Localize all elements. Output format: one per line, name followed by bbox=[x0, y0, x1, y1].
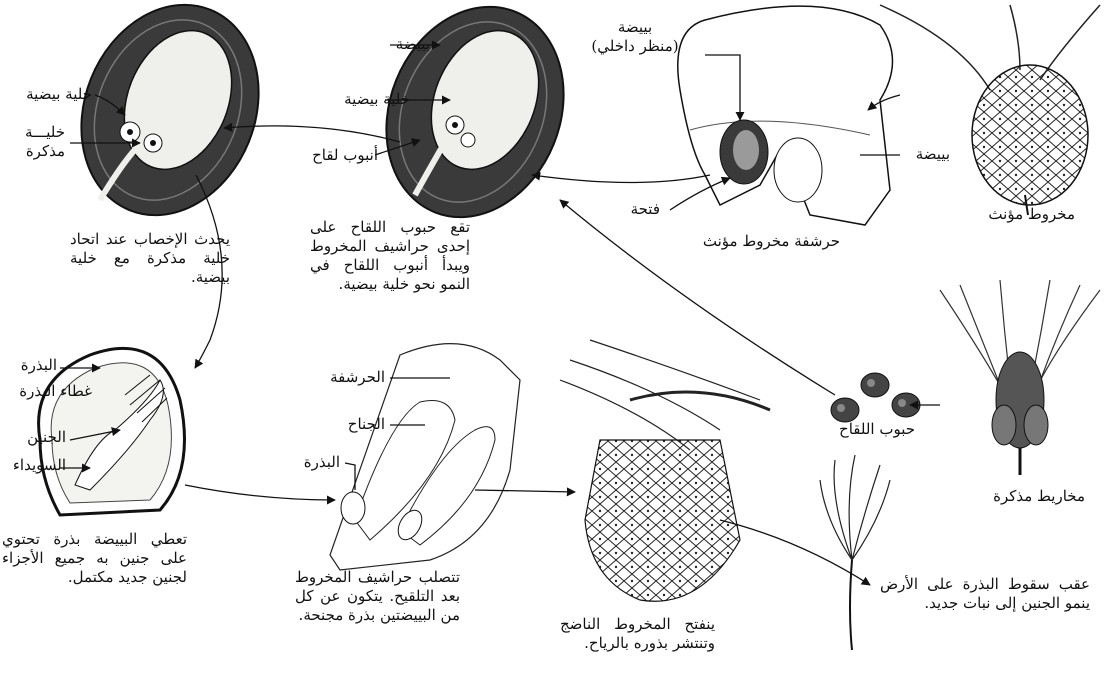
label-female-cone: مخروط مؤنث bbox=[955, 205, 1075, 224]
label-male-cell-line1: خليـــة bbox=[10, 123, 65, 142]
caption-seed-formation: تعطي البييضة بذرة تحتوي على جنين به جميع… bbox=[2, 530, 187, 587]
label-opening: فتحة bbox=[600, 200, 660, 219]
caption-cone-opens: ينفتح المخروط الناضج وتنتشر بذوره بالريا… bbox=[560, 615, 715, 653]
label-female-cone-scale: حرشفة مخروط مؤنث bbox=[700, 232, 840, 251]
label-male-cell: خليـــة مذكرة bbox=[10, 123, 65, 161]
mature-cone-illustration bbox=[560, 340, 770, 601]
label-egg-cell-mid: خلية بيضية bbox=[320, 90, 410, 109]
label-pollen-grains: حبوب اللقاح bbox=[820, 420, 915, 439]
seedling-illustration bbox=[820, 455, 890, 650]
label-male-cones: مخاريط مذكرة bbox=[955, 487, 1085, 506]
label-egg-cell-left: خلية بيضية bbox=[0, 85, 92, 104]
label-scale: الحرشفة bbox=[300, 368, 385, 387]
label-ovule-inner-view: بييضة (منظر داخلي) bbox=[570, 18, 700, 56]
label-pollen-tube: أنبوب لقاح bbox=[290, 146, 378, 165]
label-seed-coat: غطاء البذرة bbox=[0, 382, 92, 401]
label-ovule-inner-view-line1: بييضة bbox=[570, 18, 700, 37]
caption-pollination: تقع حبوب اللقاح على إحدى حراشيف المخروط … bbox=[310, 218, 470, 294]
label-embryo: الجنين bbox=[0, 428, 66, 447]
male-cones-illustration bbox=[940, 280, 1100, 475]
pollen-grains-illustration bbox=[831, 373, 920, 422]
ovule-fertilization-illustration bbox=[51, 0, 290, 242]
caption-germination: عقب سقوط البذرة على الأرض ينمو الجنين إل… bbox=[880, 575, 1090, 613]
label-male-cell-line2: مذكرة bbox=[10, 142, 65, 161]
female-cone-illustration bbox=[880, 5, 1100, 215]
label-seed: البذرة bbox=[2, 356, 57, 375]
label-wing: الجناح bbox=[300, 415, 385, 434]
label-ovule-right: بييضة bbox=[880, 145, 950, 164]
caption-fertilization: يحدث الإخصاب عند اتحاد خلية مذكرة مع خلي… bbox=[70, 230, 230, 287]
label-seed-on-scale: البذرة bbox=[260, 453, 340, 472]
label-ovule-top: بييضة bbox=[350, 35, 430, 54]
label-endosperm: السويداء bbox=[0, 456, 66, 475]
caption-scales-harden: تتصلب حراشيف المخروط بعد التلقيح. يتكون … bbox=[295, 568, 460, 625]
label-ovule-inner-view-line2: (منظر داخلي) bbox=[570, 37, 700, 56]
female-cone-scale-illustration bbox=[678, 6, 893, 225]
